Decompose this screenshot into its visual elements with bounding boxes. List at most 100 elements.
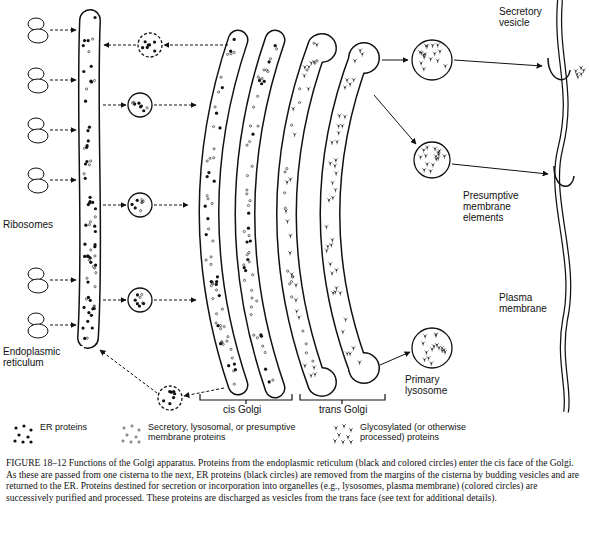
ribosome-arrow <box>50 30 76 31</box>
protein-dot <box>93 243 96 246</box>
protein-dot <box>337 114 341 119</box>
protein-dot <box>139 105 142 108</box>
protein-dot <box>314 62 316 64</box>
protein-dot <box>251 165 253 167</box>
protein-dot <box>358 360 362 365</box>
protein-dot <box>205 259 207 261</box>
protein-dot <box>338 291 342 296</box>
protein-dot <box>429 57 433 62</box>
protein-dot <box>345 78 349 83</box>
protein-dot <box>84 224 87 227</box>
golgi-cisterna <box>245 40 275 388</box>
golgi-cisterna <box>245 40 275 388</box>
protein-dot <box>210 256 212 258</box>
protein-dot <box>82 70 85 73</box>
protein-dot <box>302 74 306 79</box>
protein-dot <box>334 268 338 273</box>
protein-dot <box>424 350 428 355</box>
protein-dot <box>221 308 223 310</box>
protein-dot <box>243 266 246 269</box>
protein-dot <box>305 352 307 354</box>
protein-dot <box>93 225 96 228</box>
protein-dot <box>93 305 95 307</box>
protein-dot <box>251 133 254 136</box>
legend-swatch <box>22 424 25 427</box>
protein-dot <box>91 326 94 329</box>
protein-dot <box>443 350 447 355</box>
protein-dot <box>247 227 250 230</box>
protein-dot <box>582 68 586 73</box>
protein-dot <box>220 328 222 330</box>
protein-dot <box>331 196 335 201</box>
protein-dot <box>434 333 438 338</box>
protein-dot <box>140 210 142 212</box>
protein-dot <box>209 157 211 159</box>
protein-dot <box>229 50 232 53</box>
protein-dot <box>233 363 236 366</box>
protein-dot <box>434 333 438 338</box>
protein-dot <box>312 365 316 370</box>
bracket <box>300 394 385 404</box>
protein-dot <box>289 283 291 285</box>
vesicle <box>414 142 450 178</box>
golgi-cisterna <box>330 55 360 372</box>
protein-dot <box>233 51 235 53</box>
flow-arrow <box>103 300 126 301</box>
protein-dot <box>284 209 288 214</box>
protein-dot <box>287 270 289 272</box>
golgi-cisterna <box>287 45 319 385</box>
protein-dot <box>88 164 90 166</box>
protein-dot <box>272 379 274 381</box>
protein-dot <box>425 162 429 167</box>
protein-dot <box>576 75 580 80</box>
legend-swatch <box>13 439 16 442</box>
ribosome <box>28 118 44 130</box>
ribosome <box>28 279 48 293</box>
protein-dot <box>337 124 341 129</box>
protein-dot <box>248 234 250 236</box>
protein-dot <box>290 272 294 277</box>
protein-dot <box>210 263 212 265</box>
protein-dot <box>213 157 215 159</box>
legend-swatch <box>123 427 125 429</box>
protein-dot <box>353 59 357 64</box>
protein-dot <box>341 330 345 335</box>
legend-entry: Secretory, lysosomal, or presumptive mem… <box>118 422 318 446</box>
protein-dot <box>90 160 92 162</box>
legend-entry: ER proteins <box>10 422 100 446</box>
protein-dot <box>83 243 86 246</box>
part-label: Plasma membrane <box>498 292 556 314</box>
protein-dot <box>83 147 85 149</box>
protein-dot <box>88 51 90 53</box>
protein-dot <box>288 177 292 182</box>
ribosome <box>28 68 44 80</box>
protein-dot <box>246 144 248 146</box>
protein-dot <box>303 65 307 70</box>
flow-arrow <box>100 350 157 393</box>
protein-dot <box>285 219 289 224</box>
protein-dot <box>85 88 87 90</box>
protein-dot <box>207 198 209 200</box>
protein-dot <box>138 304 141 307</box>
flow-arrow <box>382 60 408 61</box>
protein-dot <box>421 341 425 346</box>
protein-dot <box>81 16 585 405</box>
protein-dot <box>206 160 208 162</box>
protein-dot <box>276 48 278 50</box>
protein-dot <box>94 255 96 257</box>
protein-dot <box>84 177 87 180</box>
protein-dot <box>253 106 255 108</box>
legend-swatch <box>349 428 353 433</box>
protein-dot <box>153 40 156 43</box>
protein-dot <box>291 296 293 298</box>
protein-dot <box>249 239 252 242</box>
flow-arrow <box>452 164 548 174</box>
protein-dot <box>256 337 258 339</box>
endoplasmic-reticulum <box>88 20 90 338</box>
legend-swatch <box>131 425 133 427</box>
legend-swatch <box>349 440 353 445</box>
protein-dot <box>89 299 92 302</box>
vesicle <box>128 33 452 410</box>
protein-dot <box>215 289 217 291</box>
protein-dot <box>86 280 89 283</box>
